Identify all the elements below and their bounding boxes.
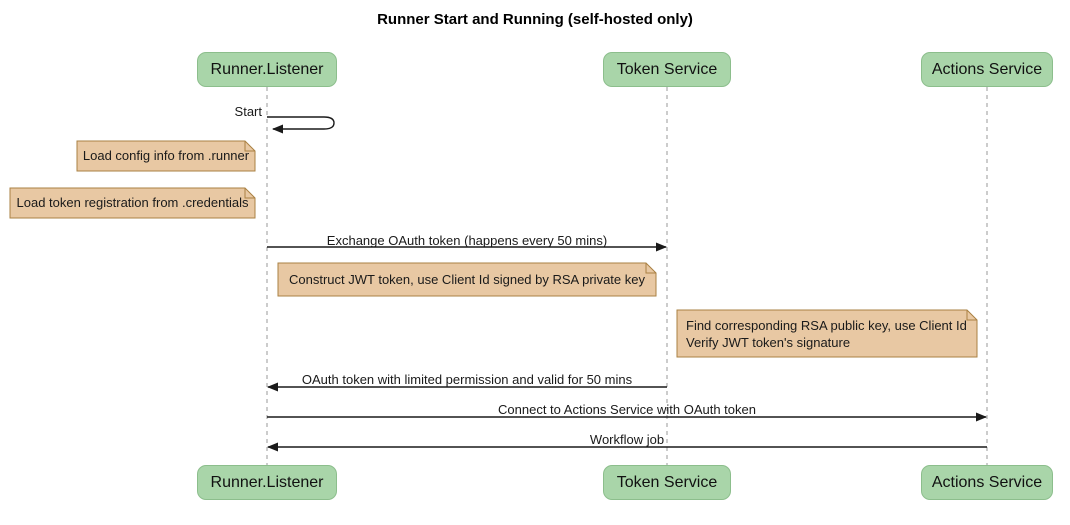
note-load-token-registration: Load token registration from .credential… bbox=[16, 195, 249, 210]
diagram-title: Runner Start and Running (self-hosted on… bbox=[377, 11, 693, 28]
message-label-oauth-return: OAuth token with limited permission and … bbox=[301, 372, 633, 387]
participant-bottom-actions-service: Actions Service bbox=[921, 465, 1053, 500]
participant-label: Actions Service bbox=[931, 60, 1043, 78]
participant-top-runner-listener: Runner.Listener bbox=[197, 52, 337, 87]
note-shape-load-token-registration bbox=[9, 187, 256, 219]
participant-bottom-token-service: Token Service bbox=[603, 465, 731, 500]
participant-label: Runner.Listener bbox=[210, 473, 324, 491]
participant-label: Actions Service bbox=[931, 473, 1043, 491]
participant-label: Token Service bbox=[616, 473, 718, 491]
note-line-1: Find corresponding RSA public key, use C… bbox=[686, 317, 967, 333]
participant-bottom-runner-listener: Runner.Listener bbox=[197, 465, 337, 500]
participant-label: Token Service bbox=[616, 60, 718, 78]
message-label-start: Start bbox=[234, 104, 262, 119]
note-find-rsa-key: Find corresponding RSA public key, use C… bbox=[677, 310, 977, 357]
note-shape-find-rsa-key bbox=[676, 309, 978, 358]
note-shape-load-config bbox=[76, 140, 256, 172]
self-message-start-line bbox=[267, 116, 335, 134]
note-load-config: Load config info from .runner bbox=[82, 148, 250, 163]
participant-label: Runner.Listener bbox=[210, 60, 324, 78]
note-shape-construct-jwt bbox=[277, 262, 657, 297]
message-label-workflow-job: Workflow job bbox=[589, 432, 665, 447]
note-construct-jwt: Construct JWT token, use Client Id signe… bbox=[289, 271, 645, 287]
participant-top-token-service: Token Service bbox=[603, 52, 731, 87]
message-label-connect-actions: Connect to Actions Service with OAuth to… bbox=[498, 402, 756, 417]
message-label-exchange-oauth: Exchange OAuth token (happens every 50 m… bbox=[326, 233, 608, 248]
participant-top-actions-service: Actions Service bbox=[921, 52, 1053, 87]
note-line-2: Verify JWT token's signature bbox=[686, 334, 851, 350]
